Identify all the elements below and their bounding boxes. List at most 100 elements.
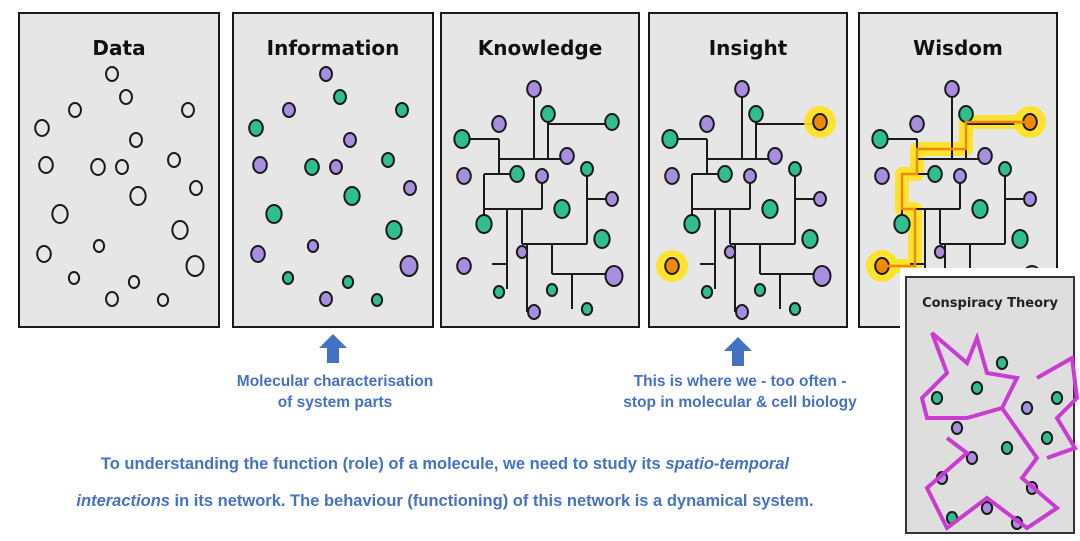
molecule-node: [319, 66, 333, 82]
molecule-node: [723, 245, 737, 259]
insight-network: [656, 80, 836, 320]
molecule-node: [559, 147, 575, 165]
conspiracy-frame: Conspiracy Theory: [905, 276, 1080, 534]
molecule-node: [304, 158, 320, 176]
molecule-node: [970, 381, 984, 395]
molecule-node: [801, 229, 819, 249]
molecule-node: [248, 119, 264, 137]
molecule-node: [281, 271, 295, 285]
data-point: [105, 66, 119, 82]
unicorn-mane: [1036, 354, 1080, 460]
data-point: [189, 180, 203, 196]
molecule-node: [604, 113, 620, 131]
molecule-node: [700, 285, 714, 299]
molecule-node: [492, 285, 506, 299]
molecule-node: [491, 115, 507, 133]
molecule-node: [1023, 191, 1037, 207]
molecule-node: [893, 214, 911, 234]
molecule-node: [683, 214, 701, 234]
molecule-node: [319, 291, 333, 307]
molecule-node: [995, 356, 1009, 370]
molecule-node: [580, 302, 594, 316]
molecule-node: [953, 168, 967, 184]
data-nodes: [34, 66, 205, 307]
panel-title: Knowledge: [477, 36, 603, 60]
data-point: [119, 89, 133, 105]
molecule-node: [545, 283, 559, 297]
data-point: [129, 186, 147, 206]
molecule-node: [593, 229, 611, 249]
data-point: [68, 102, 82, 118]
data-point: [90, 158, 106, 176]
molecule-node: [743, 168, 757, 184]
molecule-node: [950, 421, 964, 435]
molecule-node: [456, 167, 472, 185]
molecule-node: [282, 102, 296, 118]
caption-line: stop in molecular & cell biology: [623, 394, 857, 411]
unicorn-body: [924, 406, 1061, 532]
molecule-node: [515, 245, 529, 259]
molecule-node: [734, 80, 750, 98]
data-point: [167, 152, 181, 168]
molecule-node: [699, 115, 715, 133]
molecule-node: [761, 199, 779, 219]
molecule-node: [604, 265, 624, 287]
molecule-node: [748, 105, 764, 123]
unicorn-head: [919, 331, 1020, 420]
bottom-text-line-1: To understanding the function (role) of …: [20, 455, 870, 474]
molecule-node: [971, 199, 989, 219]
data-point: [127, 275, 141, 289]
unicorn-drawing-icon: [919, 331, 1080, 532]
data-point: [105, 291, 119, 307]
molecule-node: [788, 302, 802, 316]
caption-line: Molecular characterisation: [236, 373, 434, 390]
molecule-node: [944, 80, 960, 98]
molecule-node: [605, 191, 619, 207]
data-point: [34, 119, 50, 137]
molecule-node: [329, 159, 343, 175]
data-point: [36, 245, 52, 263]
molecule-node: [395, 102, 409, 118]
bottom-text-normal: To understanding the function (role) of …: [100, 455, 666, 473]
molecule-node: [453, 129, 471, 149]
molecule-node: [735, 304, 749, 320]
molecule-node: [265, 204, 283, 224]
panel-title: Wisdom: [913, 36, 1003, 60]
molecule-node: [343, 132, 357, 148]
data-point: [92, 239, 106, 253]
molecule-node: [812, 265, 832, 287]
molecule-node: [980, 501, 994, 515]
data-point: [51, 204, 69, 224]
molecule-node: [341, 275, 355, 289]
molecule-node: [753, 283, 767, 297]
molecule-node: [958, 105, 974, 123]
data-point: [115, 159, 129, 175]
data-point: [185, 255, 205, 277]
data-point: [181, 102, 195, 118]
panel-information: Information: [232, 12, 434, 328]
molecule-node: [1020, 401, 1034, 415]
molecule-node: [788, 161, 802, 177]
caption-information: Molecular characterisation of system par…: [205, 371, 465, 413]
molecule-node: [333, 89, 347, 105]
molecule-node: [767, 147, 783, 165]
molecule-node: [933, 245, 947, 259]
molecule-node: [526, 80, 542, 98]
molecule-node: [1050, 391, 1064, 405]
conspiracy-title: Conspiracy Theory: [922, 296, 1058, 311]
data-point: [156, 293, 170, 307]
molecule-node: [540, 105, 556, 123]
molecule-node: [475, 214, 493, 234]
panel-title: Information: [266, 36, 400, 60]
panel-insight: Insight: [648, 12, 848, 328]
molecule-node: [553, 199, 571, 219]
molecule-node: [306, 239, 320, 253]
molecule-node: [998, 161, 1012, 177]
molecule-node: [717, 165, 733, 183]
data-point: [129, 132, 143, 148]
molecule-node: [927, 165, 943, 183]
molecule-node: [385, 220, 403, 240]
molecule-node: [664, 257, 680, 275]
caption-line: of system parts: [277, 394, 393, 411]
molecule-node: [965, 451, 979, 465]
